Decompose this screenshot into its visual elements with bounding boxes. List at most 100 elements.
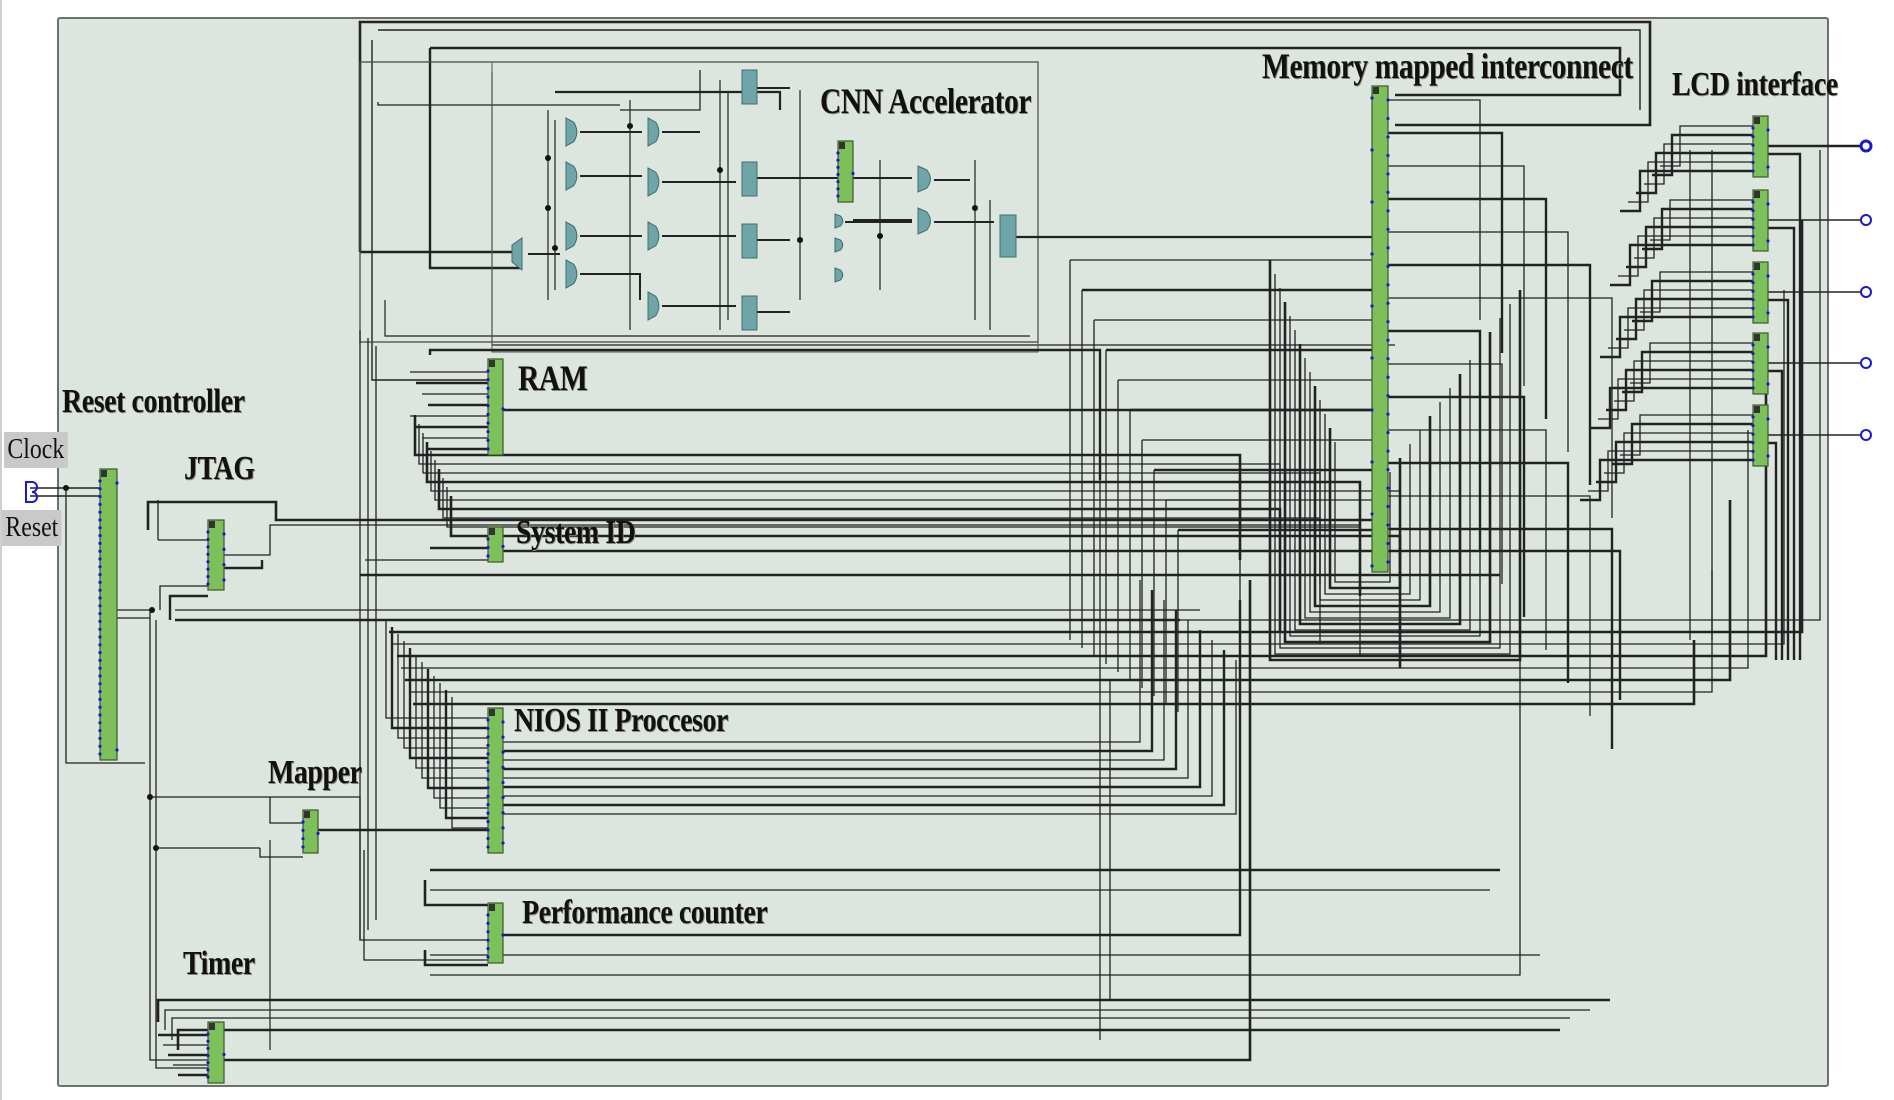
pin — [98, 713, 102, 717]
pin — [1766, 202, 1770, 206]
pin — [1751, 306, 1755, 310]
reset-controller-block-corner-marker — [101, 470, 107, 477]
wire — [1610, 243, 1753, 287]
wire — [1388, 461, 1570, 683]
memory-interconnect-block-body — [1371, 85, 1389, 573]
performance-counter-block-body — [487, 902, 504, 964]
cnn-adder — [647, 221, 660, 251]
lcd-interface-block-4-body — [1752, 332, 1769, 395]
wire — [503, 610, 1178, 771]
pin — [486, 545, 490, 550]
lcd-interface-block-5-body — [1752, 404, 1769, 467]
reset-controller-block-body — [99, 468, 118, 761]
pin — [851, 171, 855, 176]
wire — [1608, 307, 1753, 349]
cnn-register — [741, 161, 758, 197]
pin — [501, 765, 505, 769]
cnn-accelerator-internals — [511, 69, 1017, 331]
lcd-interface-block-3-body — [1752, 261, 1769, 324]
wire — [503, 600, 1165, 761]
reset-controller-label: Reset controller — [62, 383, 245, 420]
pin — [501, 826, 505, 830]
pin — [486, 913, 490, 917]
pin — [1751, 369, 1755, 373]
pin — [1751, 424, 1755, 428]
wire — [1388, 495, 1591, 716]
wire — [444, 690, 488, 820]
cnn-core-block-corner-marker — [839, 142, 845, 149]
lcd-interface-block-5 — [1751, 404, 1770, 467]
performance-counter-block — [486, 902, 505, 964]
lcd-interface-block-1-corner-marker — [1754, 117, 1760, 124]
pin — [222, 578, 226, 582]
pin — [98, 534, 102, 538]
pin — [486, 760, 490, 764]
pin — [98, 479, 102, 483]
pin — [486, 726, 490, 731]
pin — [486, 769, 490, 773]
pin — [98, 752, 102, 756]
pin — [501, 796, 505, 800]
wire — [1388, 231, 1569, 452]
cnn-register — [741, 295, 758, 331]
wire — [439, 683, 488, 809]
pin — [98, 526, 102, 530]
pin — [486, 955, 490, 959]
wire — [1268, 260, 1522, 662]
pin — [1386, 523, 1390, 527]
pin — [486, 921, 490, 926]
wire — [1620, 169, 1753, 213]
pin — [98, 518, 102, 522]
wire — [1636, 151, 1753, 195]
pin — [1751, 415, 1755, 419]
pin — [501, 841, 505, 845]
wire — [1624, 289, 1753, 331]
pin — [1386, 394, 1390, 398]
pin — [98, 729, 102, 733]
ram-block-corner-marker — [489, 360, 495, 367]
wire — [503, 549, 1622, 700]
wire — [434, 460, 1241, 620]
pin — [1751, 126, 1755, 130]
pin — [486, 395, 490, 399]
pin — [1386, 172, 1390, 176]
memory-interconnect-label: Memory mapped interconnect — [1262, 46, 1633, 86]
wire — [1650, 199, 1753, 241]
pin — [501, 811, 505, 815]
pin — [206, 552, 210, 556]
lcd-interface-block-2-corner-marker — [1754, 191, 1760, 198]
pin — [98, 736, 102, 741]
wire — [1622, 350, 1753, 394]
wire — [1388, 297, 1613, 518]
pin — [486, 369, 490, 373]
cnn-core-block-body — [837, 140, 854, 203]
pin — [1766, 417, 1770, 421]
wire — [1768, 298, 1790, 660]
pin — [836, 172, 840, 177]
pin — [1751, 209, 1755, 213]
pin — [501, 780, 505, 785]
wire — [413, 640, 1696, 706]
wire — [224, 524, 1360, 556]
wire — [1640, 271, 1753, 313]
lcd-interface-block-3-corner-marker — [1754, 263, 1760, 270]
pin — [1386, 560, 1390, 564]
wire — [1600, 315, 1753, 359]
pin — [1386, 190, 1390, 194]
wire — [1328, 428, 1402, 590]
wire — [224, 580, 1252, 1062]
lcd-interface-block-1 — [1751, 115, 1770, 178]
wire — [371, 40, 498, 381]
cnn-small-gate — [834, 267, 844, 283]
lcd-interface-block-2-body — [1752, 189, 1769, 252]
pin — [1370, 512, 1374, 516]
wire — [156, 998, 1610, 1022]
pin — [1751, 272, 1755, 276]
cnn-accelerator-inner-box — [491, 61, 1039, 353]
pin — [1751, 169, 1755, 173]
reset-controller-block — [98, 468, 119, 761]
ports-layer — [25, 139, 1873, 503]
wire — [503, 620, 1189, 779]
wire — [1652, 133, 1753, 177]
pin — [1751, 298, 1755, 302]
